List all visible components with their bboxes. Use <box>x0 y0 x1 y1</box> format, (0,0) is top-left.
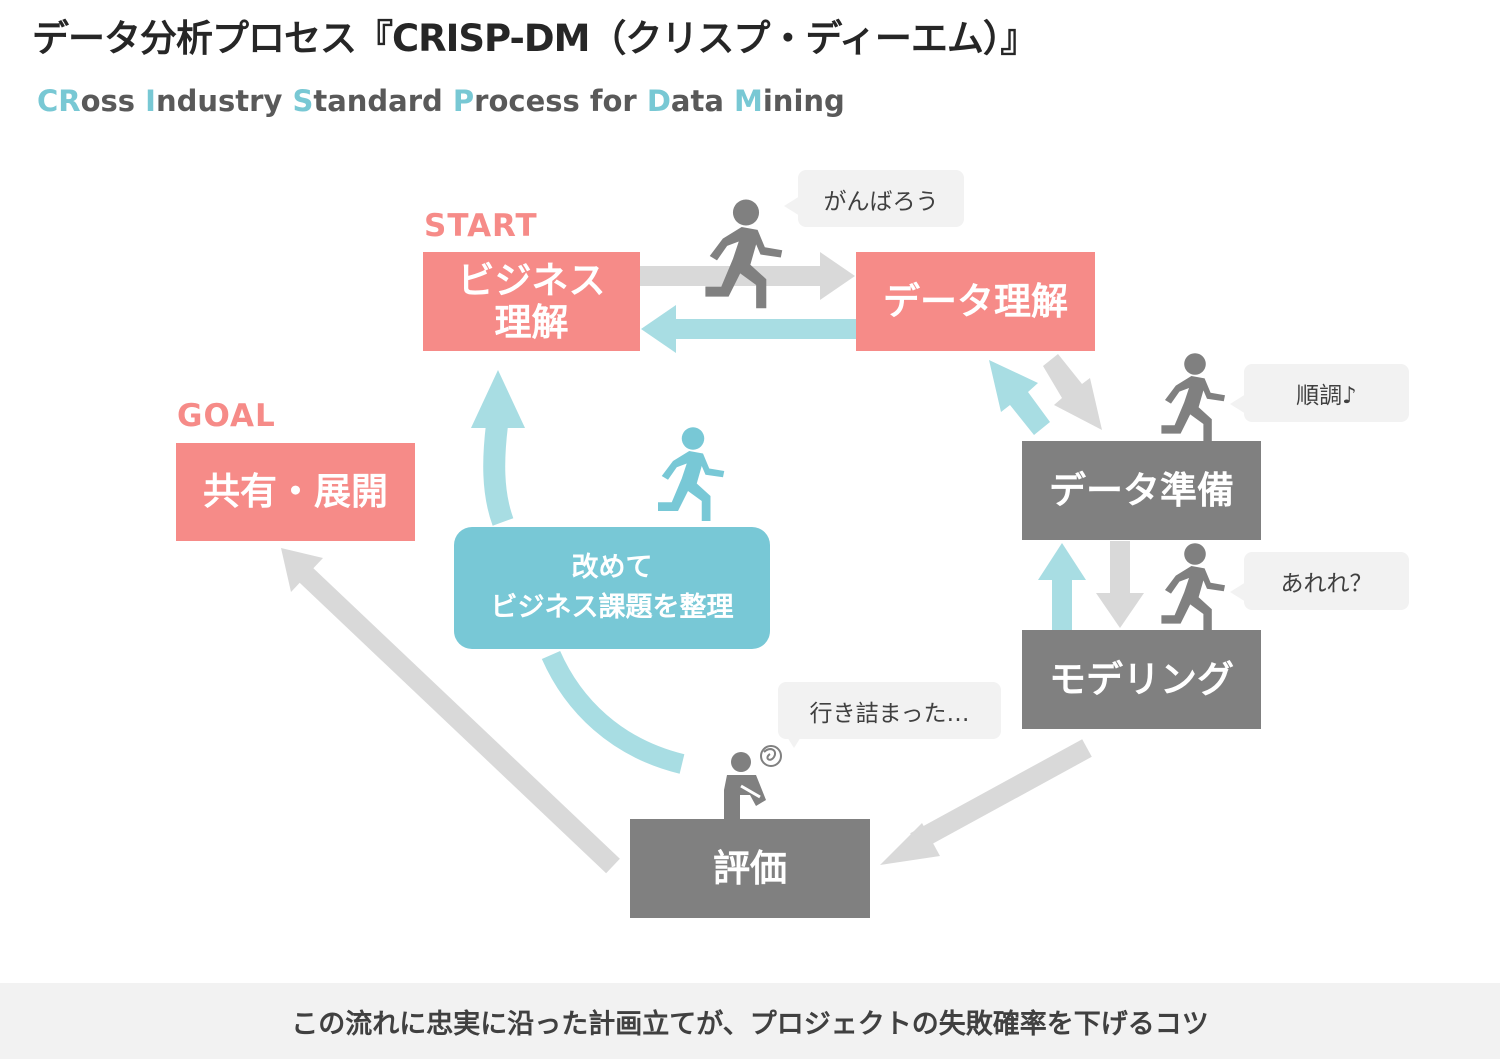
thinking-person-icon <box>724 745 782 819</box>
footer-note: この流れに忠実に沿った計画立てが、プロジェクトの失敗確率を下げるコツ <box>0 983 1500 1059</box>
subtitle-part: ndustry <box>155 84 293 118</box>
subtitle-part: CR <box>37 84 81 118</box>
arrow-data-to-business <box>641 305 856 353</box>
subtitle-part: S <box>292 84 314 118</box>
step-business-understanding: ビジネス理解 <box>423 252 640 351</box>
subtitle-part: D <box>646 84 671 118</box>
arrow-understanding-to-preparation <box>1043 354 1102 430</box>
arrow-evaluation-to-deployment <box>281 548 620 874</box>
step-label-line: ビジネス課題を整理 <box>490 592 734 623</box>
subtitle-part: tandard <box>313 84 453 118</box>
bubble-text: 順調♪ <box>1296 383 1357 409</box>
bubble-text: 行き詰まった… <box>809 700 970 727</box>
step-label-line: ビジネス <box>457 259 606 303</box>
page-title: データ分析プロセス『CRISP-DM（クリスプ・ディーエム）』 <box>32 17 1037 60</box>
runner-icon <box>658 427 725 521</box>
bubble-text: あれれ？ <box>1280 571 1373 597</box>
arrow-modeling-to-preparation <box>1038 543 1086 630</box>
page-subtitle: CRoss Industry Standard Process for Data… <box>37 84 845 118</box>
bubble-tail <box>784 196 800 216</box>
bubble-text: がんばろう <box>823 188 939 215</box>
bubble-tail <box>1230 582 1246 602</box>
subtitle-part: ining <box>762 84 845 118</box>
runner-icon <box>1161 543 1225 634</box>
subtitle-part: P <box>452 84 475 118</box>
step-label-line: 改めて <box>571 551 653 583</box>
bubble-tail <box>1230 394 1246 414</box>
arrow-modeling-to-evaluation <box>880 739 1092 865</box>
arrow-rethink-to-business <box>471 370 525 526</box>
subtitle-part: oss <box>80 84 146 118</box>
step-evaluation: 評価 <box>630 819 870 918</box>
step-label-line: 理解 <box>494 300 569 344</box>
bubble-tail <box>784 732 804 748</box>
speech-bubble: あれれ？ <box>1230 552 1409 610</box>
step-modeling: モデリング <box>1022 630 1261 729</box>
subtitle-part: ata <box>670 84 734 118</box>
step-data-understanding: データ理解 <box>856 252 1095 351</box>
arrow-preparation-to-modeling <box>1096 541 1144 628</box>
subtitle-part: I <box>145 84 156 118</box>
step-data-preparation: データ準備 <box>1022 441 1261 540</box>
speech-bubble: 行き詰まった… <box>778 682 1001 748</box>
runner-icon <box>705 199 783 309</box>
start-label: START <box>424 208 538 244</box>
step-rethink-business: 改めてビジネス課題を整理 <box>454 527 770 649</box>
arrow-evaluation-to-rethink <box>541 650 685 774</box>
runner-icon <box>1161 353 1225 444</box>
subtitle-part: rocess for <box>474 84 647 118</box>
goal-label: GOAL <box>177 398 276 434</box>
arrow-preparation-to-understanding <box>989 360 1050 435</box>
speech-bubble: がんばろう <box>784 170 964 227</box>
step-deployment: 共有・展開 <box>176 443 415 541</box>
subtitle-part: M <box>734 84 763 118</box>
speech-bubble: 順調♪ <box>1230 364 1409 422</box>
